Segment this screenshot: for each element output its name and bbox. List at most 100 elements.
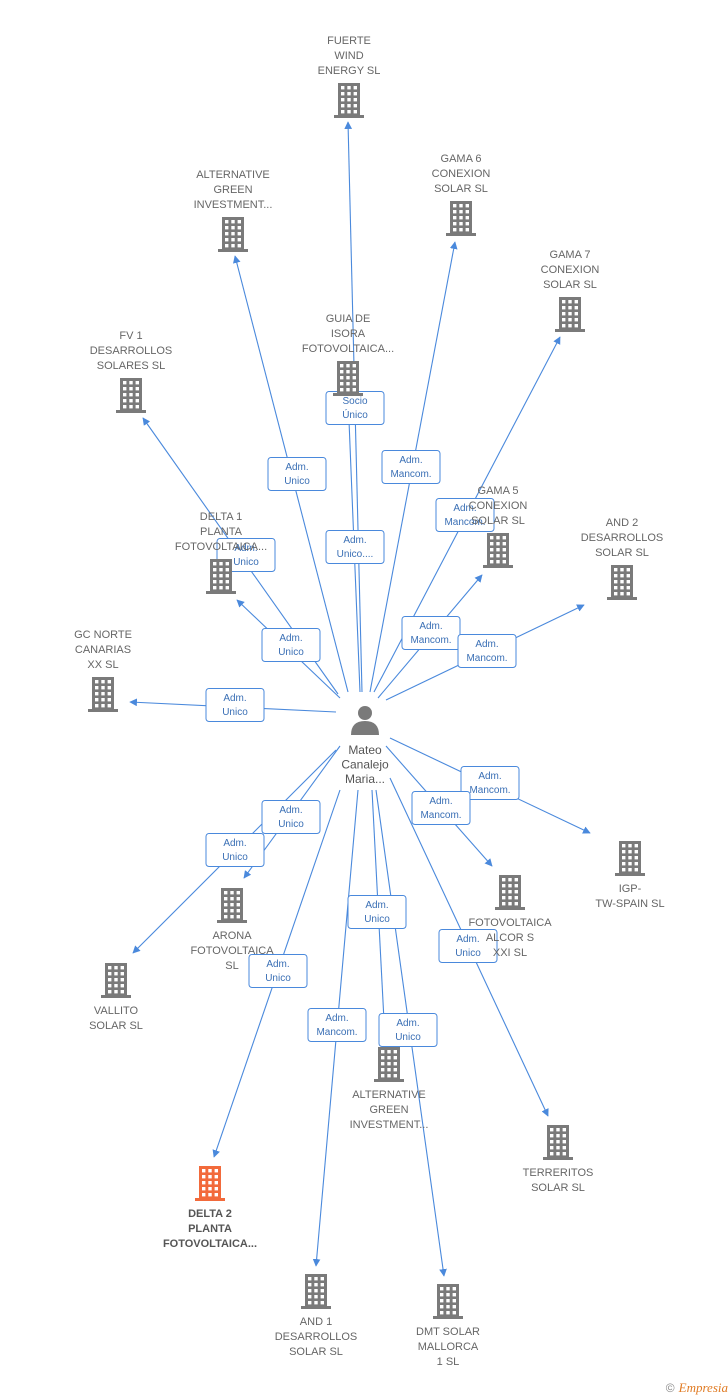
company-label: GREEN — [213, 184, 252, 196]
building-icon[interactable] — [555, 297, 585, 332]
company-label: DESARROLLOS — [581, 532, 664, 544]
company-label: ARONA — [212, 930, 252, 942]
company-label: CONEXION — [541, 264, 600, 276]
building-icon[interactable] — [446, 201, 476, 236]
company-node-terreritos[interactable]: TERRERITOS SOLAR SL — [523, 1125, 594, 1194]
building-icon[interactable] — [301, 1274, 331, 1309]
building-icon[interactable] — [543, 1125, 573, 1160]
person-name: Mateo — [348, 743, 382, 757]
role-badge-text: Adm. — [223, 693, 246, 704]
company-node-alternative-green-top[interactable]: ALTERNATIVEGREENINVESTMENT... — [194, 169, 273, 252]
role-badge[interactable]: Adm.Mancom. — [381, 450, 441, 484]
building-icon[interactable] — [116, 378, 146, 413]
role-badge-text: Adm. — [475, 639, 498, 650]
role-badge[interactable]: Adm.Unico — [347, 895, 407, 929]
company-label: GREEN — [369, 1104, 408, 1116]
building-icon[interactable] — [88, 677, 118, 712]
building-icon[interactable] — [374, 1047, 404, 1082]
building-icon[interactable] — [218, 217, 248, 252]
company-label: WIND — [334, 50, 363, 62]
company-label: VALLITO — [94, 1005, 139, 1017]
role-badge-text: Adm. — [279, 633, 302, 644]
building-icon[interactable] — [334, 83, 364, 118]
role-badge[interactable]: Adm.Unico — [205, 833, 265, 867]
role-badge-text: Adm. — [396, 1018, 419, 1029]
role-badge-text: Mancom. — [469, 785, 510, 796]
building-icon[interactable] — [483, 533, 513, 568]
person-name: Maria... — [345, 772, 385, 786]
role-badge-text: Adm. — [266, 959, 289, 970]
role-badge-text: Mancom. — [444, 517, 485, 528]
person-name: Canalejo — [341, 758, 389, 772]
brand-logo[interactable]: Empresia — [678, 1380, 728, 1395]
company-label: SOLAR SL — [531, 1182, 585, 1194]
copyright-symbol: © — [665, 1381, 675, 1395]
role-badge[interactable]: Adm.Unico — [261, 800, 321, 834]
company-label: AND 2 — [606, 517, 638, 529]
role-badge[interactable]: Adm. Unico — [378, 1013, 438, 1047]
role-badge[interactable]: Adm.Unico — [261, 628, 321, 662]
role-badge-text: Mancom. — [420, 810, 461, 821]
building-icon[interactable] — [495, 875, 525, 910]
role-badge[interactable]: Adm. Unico — [248, 954, 308, 988]
building-icon[interactable] — [101, 963, 131, 998]
role-badge-text: Unico — [395, 1032, 421, 1043]
building-icon[interactable] — [433, 1284, 463, 1319]
company-label: ISORA — [331, 328, 366, 340]
company-label: DESARROLLOS — [275, 1331, 358, 1343]
role-badge[interactable]: Adm.Unico — [267, 457, 327, 491]
role-badge-text: Adm. — [234, 543, 257, 554]
role-badge-text: Mancom. — [316, 1027, 357, 1038]
company-label: ALTERNATIVE — [352, 1089, 426, 1101]
building-icon[interactable] — [206, 559, 236, 594]
company-label: FOTOVOLTAICA... — [302, 343, 394, 355]
role-badge-text: Adm. — [478, 771, 501, 782]
company-label: GUIA DE — [326, 313, 371, 325]
role-badge[interactable]: Adm.Mancom. — [401, 616, 461, 650]
building-icon[interactable] — [615, 841, 645, 876]
company-node-delta-1[interactable]: DELTA 1PLANTAFOTOVOLTAICA... — [175, 511, 267, 594]
company-node-igp-tw[interactable]: IGP-TW-SPAIN SL — [595, 841, 665, 910]
company-label: PLANTA — [200, 526, 243, 538]
company-label: TERRERITOS — [523, 1167, 594, 1179]
role-badge[interactable]: Adm.Mancom. — [411, 791, 471, 825]
role-badge-text: Unico — [265, 973, 291, 984]
center-person[interactable]: MateoCanalejoMaria... — [341, 706, 389, 786]
company-label: GAMA 6 — [441, 153, 482, 165]
badges-layer: SocioÚnicoAdm.UnicoAdm.Mancom.Adm.Mancom… — [205, 391, 520, 1047]
role-badge[interactable]: Adm.Mancom. — [457, 634, 517, 668]
building-icon[interactable] — [333, 361, 363, 396]
role-badge[interactable]: Adm.Unico — [438, 929, 498, 963]
company-label: DELTA 2 — [188, 1208, 232, 1220]
company-label: ENERGY SL — [318, 65, 381, 77]
role-badge[interactable]: Adm.Unico — [205, 688, 265, 722]
building-icon[interactable] — [217, 888, 247, 923]
role-badge[interactable]: Adm.Mancom. — [435, 498, 495, 532]
role-badge[interactable]: Adm.Mancom. — [307, 1008, 367, 1042]
company-label: CANARIAS — [75, 644, 131, 656]
role-badge[interactable]: Adm.Unico.... — [325, 530, 385, 564]
company-node-delta-2[interactable]: DELTA 2PLANTAFOTOVOLTAICA... — [163, 1166, 257, 1250]
company-label: FV 1 — [119, 330, 142, 342]
building-icon[interactable] — [195, 1166, 225, 1201]
person-icon[interactable] — [351, 706, 379, 735]
role-badge[interactable]: Adm. Mancom. — [460, 766, 520, 800]
company-node-alternative-green-bottom[interactable]: ALTERNATIVEGREENINVESTMENT... — [350, 1047, 429, 1131]
building-icon[interactable] — [607, 565, 637, 600]
company-node-guia-de-isora[interactable]: GUIA DE ISORA FOTOVOLTAICA... — [302, 313, 394, 396]
company-label: SOLARES SL — [97, 360, 165, 372]
